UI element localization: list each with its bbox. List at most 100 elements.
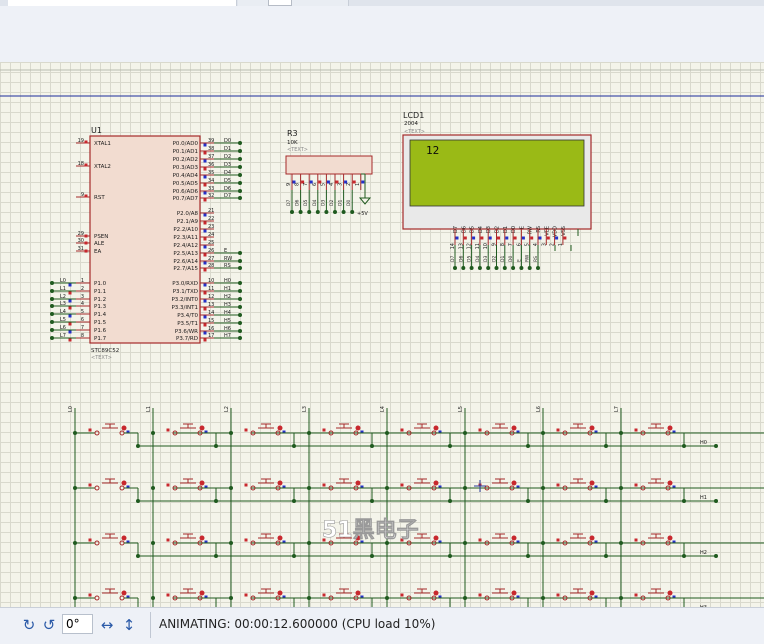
- rotate-cw-icon[interactable]: ↻: [22, 616, 36, 634]
- net-terminal: [238, 189, 242, 193]
- pin-state-marker: [203, 283, 207, 287]
- pin-state-marker: [634, 428, 638, 432]
- button-contact: [172, 485, 178, 491]
- pin-state-marker: [203, 245, 207, 249]
- u1-p1-net-label: L4: [60, 309, 66, 315]
- pin-state-marker: [68, 330, 72, 334]
- u1-left-pin-number: 7: [81, 325, 84, 331]
- r3-supply-label: +5V: [357, 211, 368, 217]
- u1-right-net-label: D6: [224, 186, 231, 192]
- u1-left-pin-name: RST: [94, 195, 105, 201]
- net-terminal: [238, 181, 242, 185]
- simulation-status-text: ANIMATING: 00:00:12.600000 (CPU load 10%…: [159, 617, 436, 631]
- pin-state-marker: [126, 430, 130, 434]
- pin-state-marker: [68, 306, 72, 310]
- pin-state-marker: [88, 428, 92, 432]
- u1-right-pin-name: P2.7/A15: [173, 266, 198, 272]
- pin-state-marker: [634, 538, 638, 542]
- junction-dot: [151, 486, 155, 490]
- lcd-net-label: D1: [500, 256, 506, 262]
- pin-state-marker: [530, 236, 534, 240]
- lcd-ref-label: LCD1: [403, 111, 424, 120]
- u1-left-pin-number: 3: [81, 294, 84, 300]
- u1-right-pin-number: 13: [208, 302, 214, 308]
- pin-state-marker: [480, 236, 484, 240]
- button-contact: [640, 540, 646, 546]
- button-actuator: [121, 480, 127, 486]
- r3-value-label: 10K: [287, 140, 298, 146]
- u1-right-net-label: H7: [224, 333, 231, 339]
- pin-state-marker: [203, 237, 207, 241]
- button-actuator: [589, 535, 595, 541]
- u1-right-pin-name: P0.4/AD4: [173, 173, 199, 179]
- keypad-row-label: H3: [700, 605, 707, 607]
- lcd-pin-label: D5: [470, 226, 476, 233]
- pin-state-marker: [68, 314, 72, 318]
- keypad-column-label: L3: [302, 406, 308, 412]
- pin-state-marker: [203, 159, 207, 163]
- u1-right-pin-name: P3.0/RXD: [172, 281, 198, 287]
- u1-right-pin-number: 27: [208, 256, 214, 262]
- pin-state-marker: [672, 430, 676, 434]
- mirror-horizontal-icon[interactable]: ↔: [100, 616, 114, 634]
- pin-state-marker: [360, 485, 364, 489]
- r3-pin-number: 8: [295, 183, 301, 186]
- lcd-net-label: D6: [458, 256, 464, 262]
- junction-dot: [682, 499, 686, 503]
- u1-right-pin-number: 34: [208, 178, 214, 184]
- u1-right-pin-number: 10: [208, 278, 214, 284]
- junction-dot: [370, 499, 374, 503]
- pin-state-marker: [203, 338, 207, 342]
- button-contact: [94, 595, 100, 601]
- pin-state-marker: [203, 268, 207, 272]
- toolbar-dropdown[interactable]: [268, 0, 292, 6]
- rotate-ccw-icon[interactable]: ↺: [42, 616, 56, 634]
- pin-state-marker: [438, 595, 442, 599]
- pin-state-marker: [516, 595, 520, 599]
- net-terminal: [238, 297, 242, 301]
- r3-pin-number: 5: [320, 183, 326, 186]
- button-actuator: [433, 425, 439, 431]
- lcd-pin-number: 2: [550, 243, 556, 246]
- pin-state-marker: [521, 236, 525, 240]
- junction-dot: [214, 554, 218, 558]
- pin-state-marker: [594, 485, 598, 489]
- net-terminal: [238, 289, 242, 293]
- net-terminal: [50, 312, 54, 316]
- junction-dot: [463, 431, 467, 435]
- net-terminal: [50, 281, 54, 285]
- junction-dot: [448, 444, 452, 448]
- lcd-pin-number: 13: [458, 243, 464, 249]
- button-actuator: [199, 480, 205, 486]
- tab-secondary[interactable]: [238, 0, 349, 6]
- net-terminal: [238, 336, 242, 340]
- tab-schematic[interactable]: [8, 0, 237, 6]
- lcd-net-label: D5: [467, 256, 473, 262]
- pin-state-marker: [538, 236, 542, 240]
- button-actuator: [199, 535, 205, 541]
- u1-right-pin-number: 33: [208, 186, 214, 192]
- junction-dot: [370, 444, 374, 448]
- lcd-net-label: D0: [508, 256, 514, 262]
- u1-right-net-label: D3: [224, 162, 231, 168]
- rotation-angle-input[interactable]: 0°: [62, 614, 93, 634]
- button-contact: [484, 485, 490, 491]
- u1-p1-net-label: L7: [60, 333, 66, 339]
- u1-right-pin-number: 15: [208, 318, 214, 324]
- u1-right-net-label: H2: [224, 294, 231, 300]
- button-actuator: [667, 480, 673, 486]
- net-terminal: [324, 210, 329, 214]
- button-contact: [250, 540, 256, 546]
- mirror-vertical-icon[interactable]: ↕: [122, 616, 136, 634]
- keypad-column-label: L5: [458, 406, 464, 412]
- button-contact: [119, 540, 125, 546]
- pin-state-marker: [203, 151, 207, 155]
- button-actuator: [121, 535, 127, 541]
- u1-right-net-label: D1: [224, 146, 231, 152]
- pin-state-marker: [516, 430, 520, 434]
- watermark-text: 51黑电子: [322, 518, 419, 543]
- pin-state-marker: [556, 428, 560, 432]
- junction-dot: [604, 499, 608, 503]
- net-terminal: [519, 266, 524, 270]
